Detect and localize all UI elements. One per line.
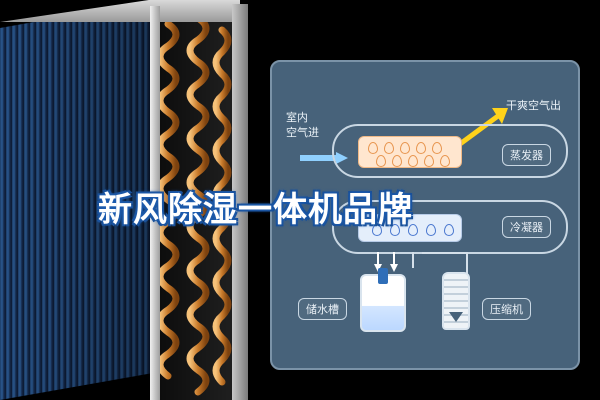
drain-arrows-icon (374, 252, 398, 272)
droplet-icon (400, 142, 410, 154)
compressor-label: 压缩机 (482, 298, 531, 320)
droplet-icon (432, 142, 442, 154)
page-title: 新风除湿一体机品牌 (98, 190, 413, 230)
outlet-arrow-icon (458, 108, 508, 146)
droplet-icon (368, 142, 378, 154)
droplet-icon (384, 142, 394, 154)
droplet-icon (390, 224, 400, 236)
droplet-icon (424, 155, 434, 167)
evaporator-label: 蒸发器 (502, 144, 551, 166)
tank-inlet-icon (378, 268, 388, 284)
droplet-icon (392, 155, 402, 167)
heat-exchanger-coil (0, 0, 255, 400)
evaporator-stage (332, 124, 568, 178)
droplet-icon (426, 224, 436, 236)
coil-frame-top (0, 0, 240, 22)
droplet-icon (444, 224, 454, 236)
droplet-icon (372, 224, 382, 236)
dehumidifier-schematic: 室内 空气进 干爽空气出 蒸发器 冷凝器 (270, 60, 580, 370)
compressor-arrow-icon (449, 312, 463, 322)
condenser-label: 冷凝器 (502, 216, 551, 238)
refrigerant-pipe (412, 252, 456, 268)
air-inlet-label: 室内 空气进 (286, 111, 319, 139)
water-tank-label: 储水槽 (298, 298, 347, 320)
copper-tubes-icon (156, 14, 232, 396)
droplet-icon (408, 224, 418, 236)
droplet-icon (440, 155, 450, 167)
coil-frame-back (232, 4, 248, 400)
droplet-icon (416, 142, 426, 154)
droplet-icon (376, 155, 386, 167)
refrigerant-pipe (422, 252, 468, 274)
coil-shading (0, 20, 150, 400)
air-outlet-label: 干爽空气出 (506, 99, 561, 112)
coil-frame-side (150, 6, 160, 400)
droplet-icon (408, 155, 418, 167)
